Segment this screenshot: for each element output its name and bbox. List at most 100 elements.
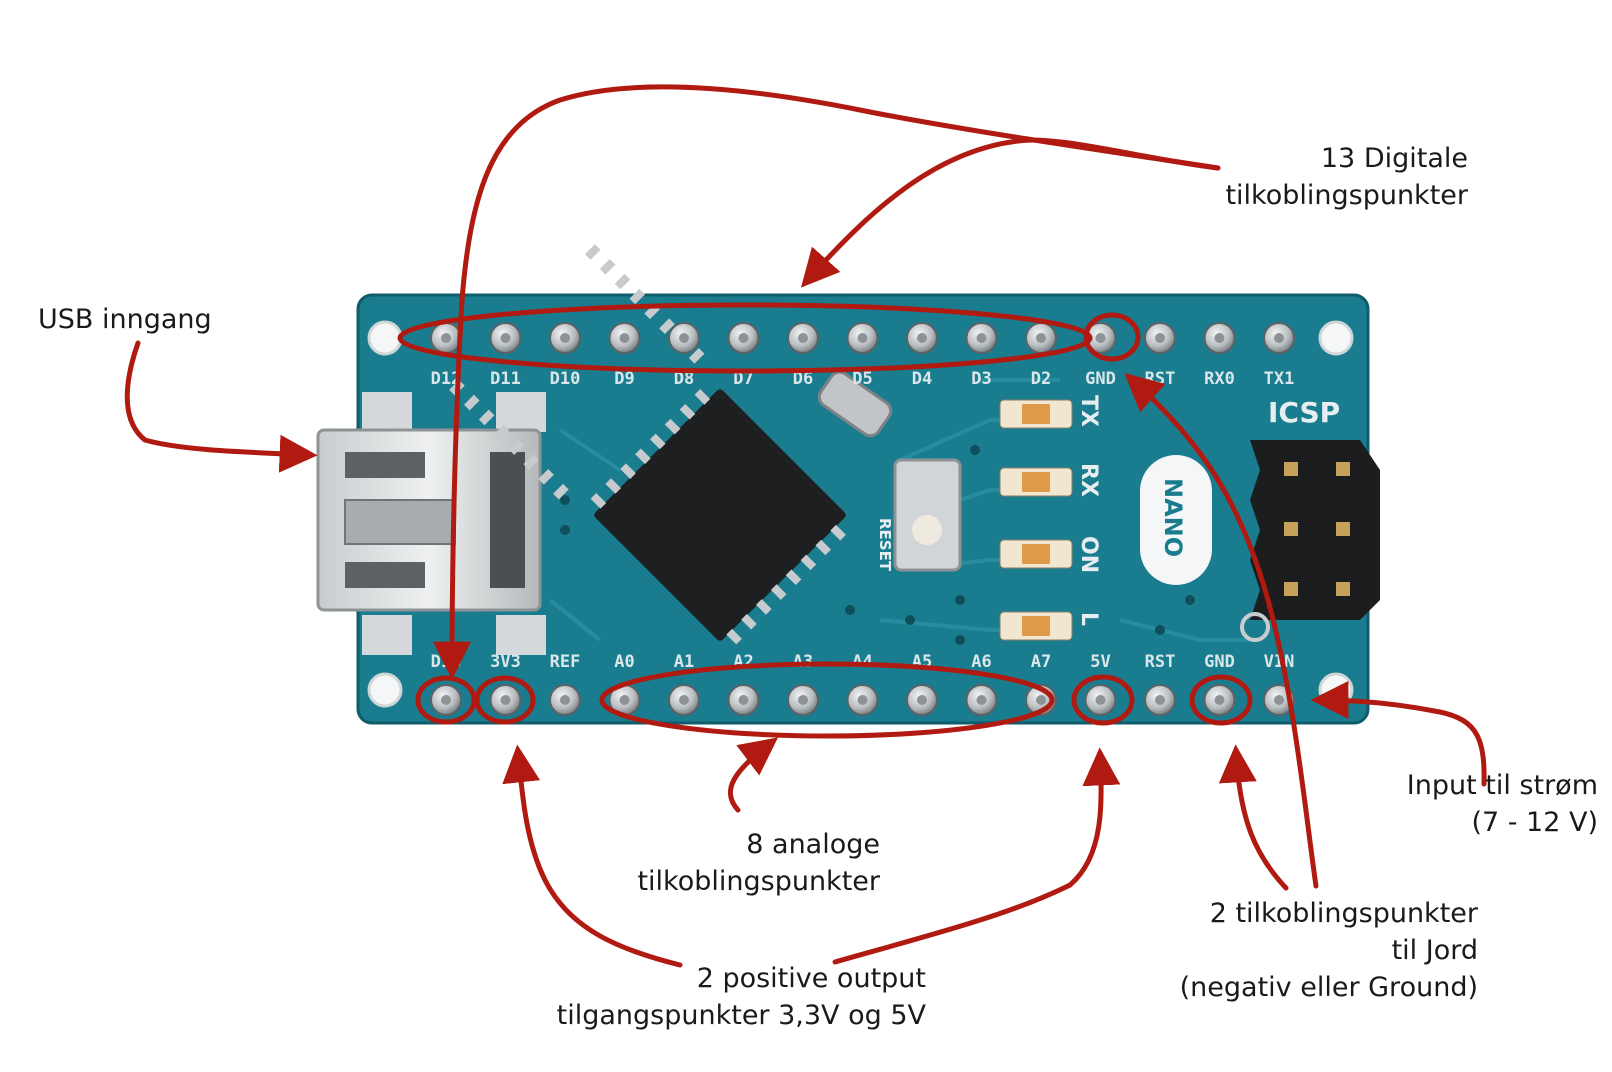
chip-leg: [493, 424, 510, 441]
bottom-pin-hole: [500, 695, 511, 705]
bottom-pin-label: A6: [971, 652, 991, 672]
leds: TX RX ON L: [999, 395, 1101, 641]
top-pin-label: D10: [550, 369, 581, 389]
top-pin-hole: [798, 333, 808, 343]
top-pin-label: D6: [793, 369, 813, 389]
chip-leg: [679, 403, 696, 420]
top-pin-hole: [560, 333, 570, 343]
chip-leg: [694, 389, 711, 405]
digital-annotation-line: 13 Digitale: [1320, 143, 1468, 174]
arrow-analog: [727, 737, 779, 813]
top-pin-hole: [679, 333, 689, 343]
annotation-highlights: [397, 302, 1253, 739]
power-annotation: Input til strøm (7 - 12 V): [1407, 767, 1598, 841]
chip-leg: [635, 448, 651, 465]
chip-leg: [688, 348, 705, 364]
top-pin-label: D5: [852, 369, 872, 389]
top-pin-label: D3: [971, 369, 991, 389]
chip-leg: [584, 244, 601, 260]
top-pin-label: D11: [490, 369, 521, 389]
bottom-pin-hole: [560, 695, 570, 705]
ground-annotation-line: 2 tilkoblingspunkter: [1209, 898, 1478, 929]
chip-leg: [629, 288, 646, 305]
chip-leg: [620, 463, 636, 479]
top-gnd-highlight: [1083, 312, 1141, 362]
chip-leg: [741, 613, 757, 630]
top-pin-hole: [1095, 333, 1106, 343]
bottom-pin-hole: [441, 695, 451, 705]
top-pin-label: TX1: [1264, 369, 1295, 389]
arrow-top-gnd: [1124, 372, 1319, 889]
chip-leg: [815, 539, 832, 556]
top-pin-label: D2: [1031, 369, 1051, 389]
chip-leg: [464, 394, 480, 411]
led-on-label: ON: [1076, 536, 1101, 573]
bottom-pin-hole: [917, 695, 927, 705]
bottom-pin-label: A1: [674, 652, 694, 672]
top-pin-hole: [857, 333, 868, 343]
bottom-gnd-highlight: [1189, 674, 1253, 726]
bottom-pin-hole: [679, 695, 689, 705]
mount-hole: [1318, 320, 1354, 356]
3v3-highlight: [474, 675, 536, 725]
chip-leg: [649, 433, 666, 450]
analog-annotation: 8 analoge tilkoblingspunkter: [637, 826, 880, 900]
arrow-digital-to-d13: [433, 84, 1221, 680]
top-pin-hole: [500, 333, 511, 343]
arrow-3v3: [502, 744, 683, 968]
led-tx-label: TX: [1076, 395, 1101, 427]
top-pin-hole: [619, 333, 630, 343]
usb-annotation: USB inngang: [38, 301, 212, 338]
5v-highlight: [1071, 674, 1135, 726]
reset-label: RESET: [876, 518, 894, 572]
arrow-usb: [124, 340, 318, 473]
chip-leg: [478, 409, 495, 426]
bottom-pin-hole: [1155, 695, 1165, 705]
positive-annotation-line: tilgangspunkter 3,3V og 5V: [556, 1000, 926, 1031]
chip-leg: [659, 318, 675, 334]
ground-annotation-line: (negativ eller Ground): [1179, 972, 1478, 1003]
analog-pins-highlight: [599, 661, 1055, 739]
bottom-pin-label: A0: [614, 652, 634, 672]
chip-leg: [830, 524, 846, 541]
bottom-pin-hole: [738, 695, 749, 705]
top-pin-hole: [738, 333, 749, 343]
led-rx: [999, 467, 1073, 497]
mount-hole: [367, 320, 403, 356]
pcb: [358, 295, 1368, 723]
icsp-label: ICSP: [1268, 396, 1340, 429]
nano-text: NANO: [1159, 478, 1187, 557]
bottom-pin-hole: [798, 695, 808, 705]
bottom-pin-hole: [1095, 695, 1106, 705]
bottom-pin-label: VIN: [1264, 652, 1295, 672]
positive-annotation: 2 positive output tilgangspunkter 3,3V o…: [557, 960, 926, 1034]
chip-leg: [800, 554, 817, 571]
led-l: [999, 611, 1073, 641]
chip-leg: [726, 628, 742, 645]
bottom-pin-hole: [857, 695, 868, 705]
bottom-pin-hole: [1036, 695, 1046, 705]
top-pin-label: GND: [1085, 369, 1116, 389]
analog-annotation-line: tilkoblingspunkter: [637, 866, 880, 897]
chip-leg: [785, 569, 802, 586]
arrow-vin: [1310, 681, 1487, 787]
bottom-pin-label: RST: [1145, 652, 1176, 672]
chip-leg: [523, 454, 539, 470]
bottom-pin-label: D13: [431, 652, 462, 672]
nano-logo: NANO: [1140, 455, 1212, 585]
digital-annotation: 13 Digitale tilkoblingspunkter: [1225, 140, 1468, 214]
bottom-pin-hole: [619, 695, 630, 705]
top-pin-label: D12: [431, 369, 462, 389]
digital-annotation-line: tilkoblingspunkter: [1225, 180, 1468, 211]
top-pin-label: RST: [1145, 369, 1176, 389]
led-rx-label: RX: [1076, 463, 1101, 497]
chip-leg: [599, 259, 616, 275]
chip-leg: [614, 273, 631, 290]
led-on: [999, 539, 1073, 569]
bottom-pin-hole: [1214, 695, 1225, 705]
top-pin-hole: [1155, 333, 1165, 343]
top-pin-hole: [1274, 333, 1284, 343]
top-pin-hole: [1214, 333, 1225, 343]
top-pin-hole: [441, 333, 451, 343]
